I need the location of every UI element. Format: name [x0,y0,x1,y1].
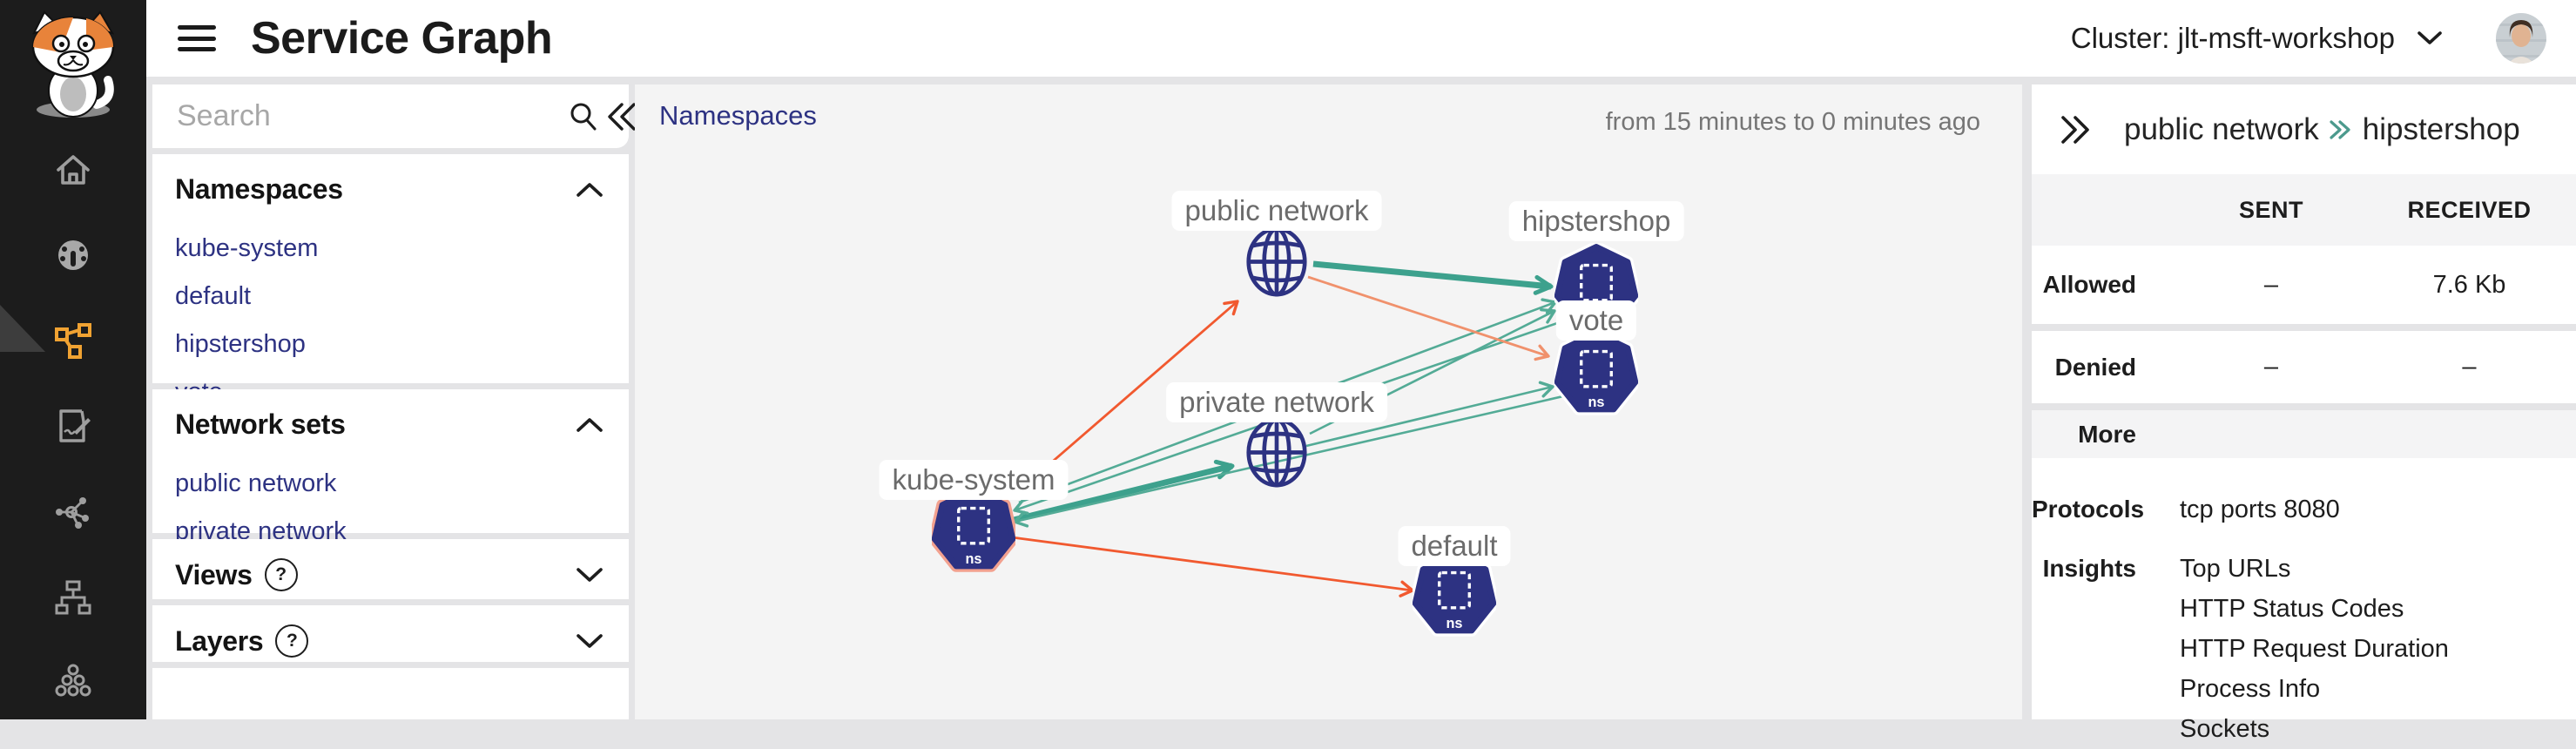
edge-kube-to-default [1011,536,1414,597]
cluster-selector[interactable]: Cluster: jlt-msft-workshop [2071,22,2444,55]
insights-label: Insights [2042,555,2136,582]
sidebar-footer-card [152,668,629,719]
service-graph-canvas[interactable]: Namespaces from 15 minutes to 0 minutes … [635,84,2022,719]
node-default[interactable]: ns [1409,548,1500,643]
page-title: Service Graph [251,13,553,64]
help-icon[interactable]: ? [264,558,298,591]
network-sets-section: Network sets public network private netw… [152,389,629,545]
col-sent: SENT [2238,196,2303,223]
layers-section-header[interactable]: Layers ? [175,617,611,665]
node-kube-system[interactable]: ns [928,483,1019,578]
search-input[interactable] [175,98,564,134]
section-title: Layers [175,624,264,657]
allowed-received-value: 7.6 Kb [2432,270,2506,299]
help-icon[interactable]: ? [275,624,309,658]
sidebar-item-public-network[interactable]: public network [175,469,337,497]
node-private-network[interactable] [1239,414,1314,496]
chevron-up-icon [577,182,603,197]
denied-received-value: – [2462,353,2477,381]
allowed-sent-value: – [2263,270,2279,299]
protocols-label: Protocols [2032,496,2145,523]
layers-section: Layers ? [152,605,629,662]
network-sets-section-header[interactable]: Network sets [175,401,611,448]
search-bar [152,84,636,148]
namespaces-section: Namespaces kube-system default hipstersh… [152,154,629,406]
edge-public-to-vote [1307,275,1550,361]
sidebar-item-default[interactable]: default [175,282,252,310]
chevron-up-icon [577,417,603,432]
time-range-label: from 15 minutes to 0 minutes ago [1605,108,1980,136]
table-row-denied: Denied – – [2032,324,2576,403]
denied-sent-value: – [2263,353,2279,381]
sidebar-item-kube-system[interactable]: kube-system [175,234,319,262]
node-vote[interactable]: ns [1551,327,1642,422]
cat-logo[interactable] [8,7,138,120]
edge-public-to-hipstershop [1312,260,1554,295]
graph-area-label: Namespaces [659,100,817,131]
traffic-table-header: SENT RECEIVED [2032,174,2576,246]
details-panel: public network hipstershop SENT RECEIVED… [2032,84,2576,743]
dashboard-gauge-icon[interactable] [53,235,93,275]
edge-kube-to-private [1009,459,1235,524]
top-bar: Service Graph Cluster: jlt-msft-workshop [146,0,2576,77]
hamburger-menu-icon[interactable] [178,25,216,51]
views-section-header[interactable]: Views ? [175,551,611,598]
sidebar-item-hipstershop[interactable]: hipstershop [175,330,306,358]
protocols-row: Protocols tcp ports 8080 [2032,489,2576,530]
active-notch [0,305,45,352]
breadcrumb-target[interactable]: hipstershop [2362,111,2520,146]
chevron-down-icon [2418,31,2442,44]
insight-item-process-info[interactable]: Process Info [2180,675,2321,703]
insight-item-http-status-codes[interactable]: HTTP Status Codes [2180,595,2404,623]
cluster-label: Cluster: jlt-msft-workshop [2070,22,2395,54]
chevron-down-icon [577,634,603,648]
more-section-header[interactable]: More [2032,403,2576,458]
insight-item-sockets[interactable]: Sockets [2180,715,2270,743]
ns-badge: ns [965,551,981,567]
namespaces-section-header[interactable]: Namespaces [175,166,611,213]
node-label-hipstershop[interactable]: hipstershop [1508,201,1684,241]
breadcrumb-arrow-icon [2328,118,2354,141]
sidebar: Namespaces kube-system default hipstersh… [152,84,636,719]
node-public-network[interactable] [1239,223,1314,306]
views-section: Views ? [152,539,629,599]
breadcrumb: public network hipstershop [2032,84,2576,174]
cluster-nodes-icon[interactable] [53,662,93,702]
hierarchy-icon[interactable] [53,577,93,617]
search-icon[interactable] [564,98,603,136]
breadcrumb-source[interactable]: public network [2124,111,2319,146]
home-icon[interactable] [53,150,93,190]
row-label: Allowed [2042,271,2136,298]
integrations-molecule-icon[interactable] [53,491,93,531]
node-label-kube-system[interactable]: kube-system [879,460,1069,500]
ns-badge: ns [1446,616,1462,631]
node-label-public-network[interactable]: public network [1171,191,1382,231]
edge-private-to-vote [1305,381,1554,448]
more-label: More [2078,420,2136,448]
protocols-value: tcp ports 8080 [2180,496,2340,523]
section-title: Network sets [175,408,346,440]
table-row-allowed: Allowed – 7.6 Kb [2032,246,2576,324]
node-label-vote[interactable]: vote [1555,300,1637,341]
section-title: Namespaces [175,173,343,205]
col-received: RECEIVED [2407,196,2532,223]
insight-item-http-request-duration[interactable]: HTTP Request Duration [2180,635,2449,663]
node-label-private-network[interactable]: private network [1166,382,1387,422]
left-rail [0,0,146,719]
row-label: Denied [2054,353,2136,381]
section-title: Views [175,558,253,590]
ns-badge: ns [1588,395,1604,410]
insight-item-top-urls[interactable]: Top URLs [2180,555,2291,583]
node-label-default[interactable]: default [1398,526,1511,566]
collapse-sidebar-icon[interactable] [603,98,641,136]
report-edit-icon[interactable] [53,406,93,446]
service-graph-icon[interactable] [53,321,93,361]
user-avatar[interactable] [2496,13,2546,64]
collapse-panel-icon[interactable] [2058,115,2093,145]
chevron-down-icon [577,568,603,582]
